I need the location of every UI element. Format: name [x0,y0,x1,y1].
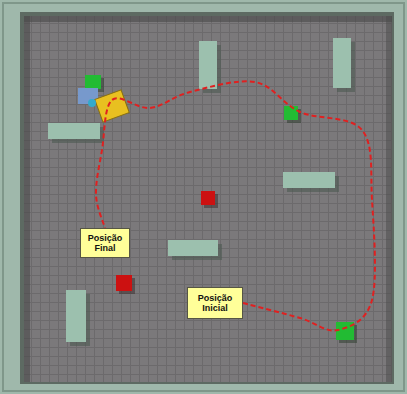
floor [24,16,392,382]
red-cubes [116,191,218,294]
label-text: Posição Inicial [188,293,242,314]
green-cubes [85,75,357,343]
position-label: Posição Final [80,228,130,258]
obstacles [48,38,355,346]
robot-path [96,81,375,330]
robot [78,88,129,122]
label-text: Posição Final [81,233,129,254]
position-label: Posição Inicial [187,287,243,319]
